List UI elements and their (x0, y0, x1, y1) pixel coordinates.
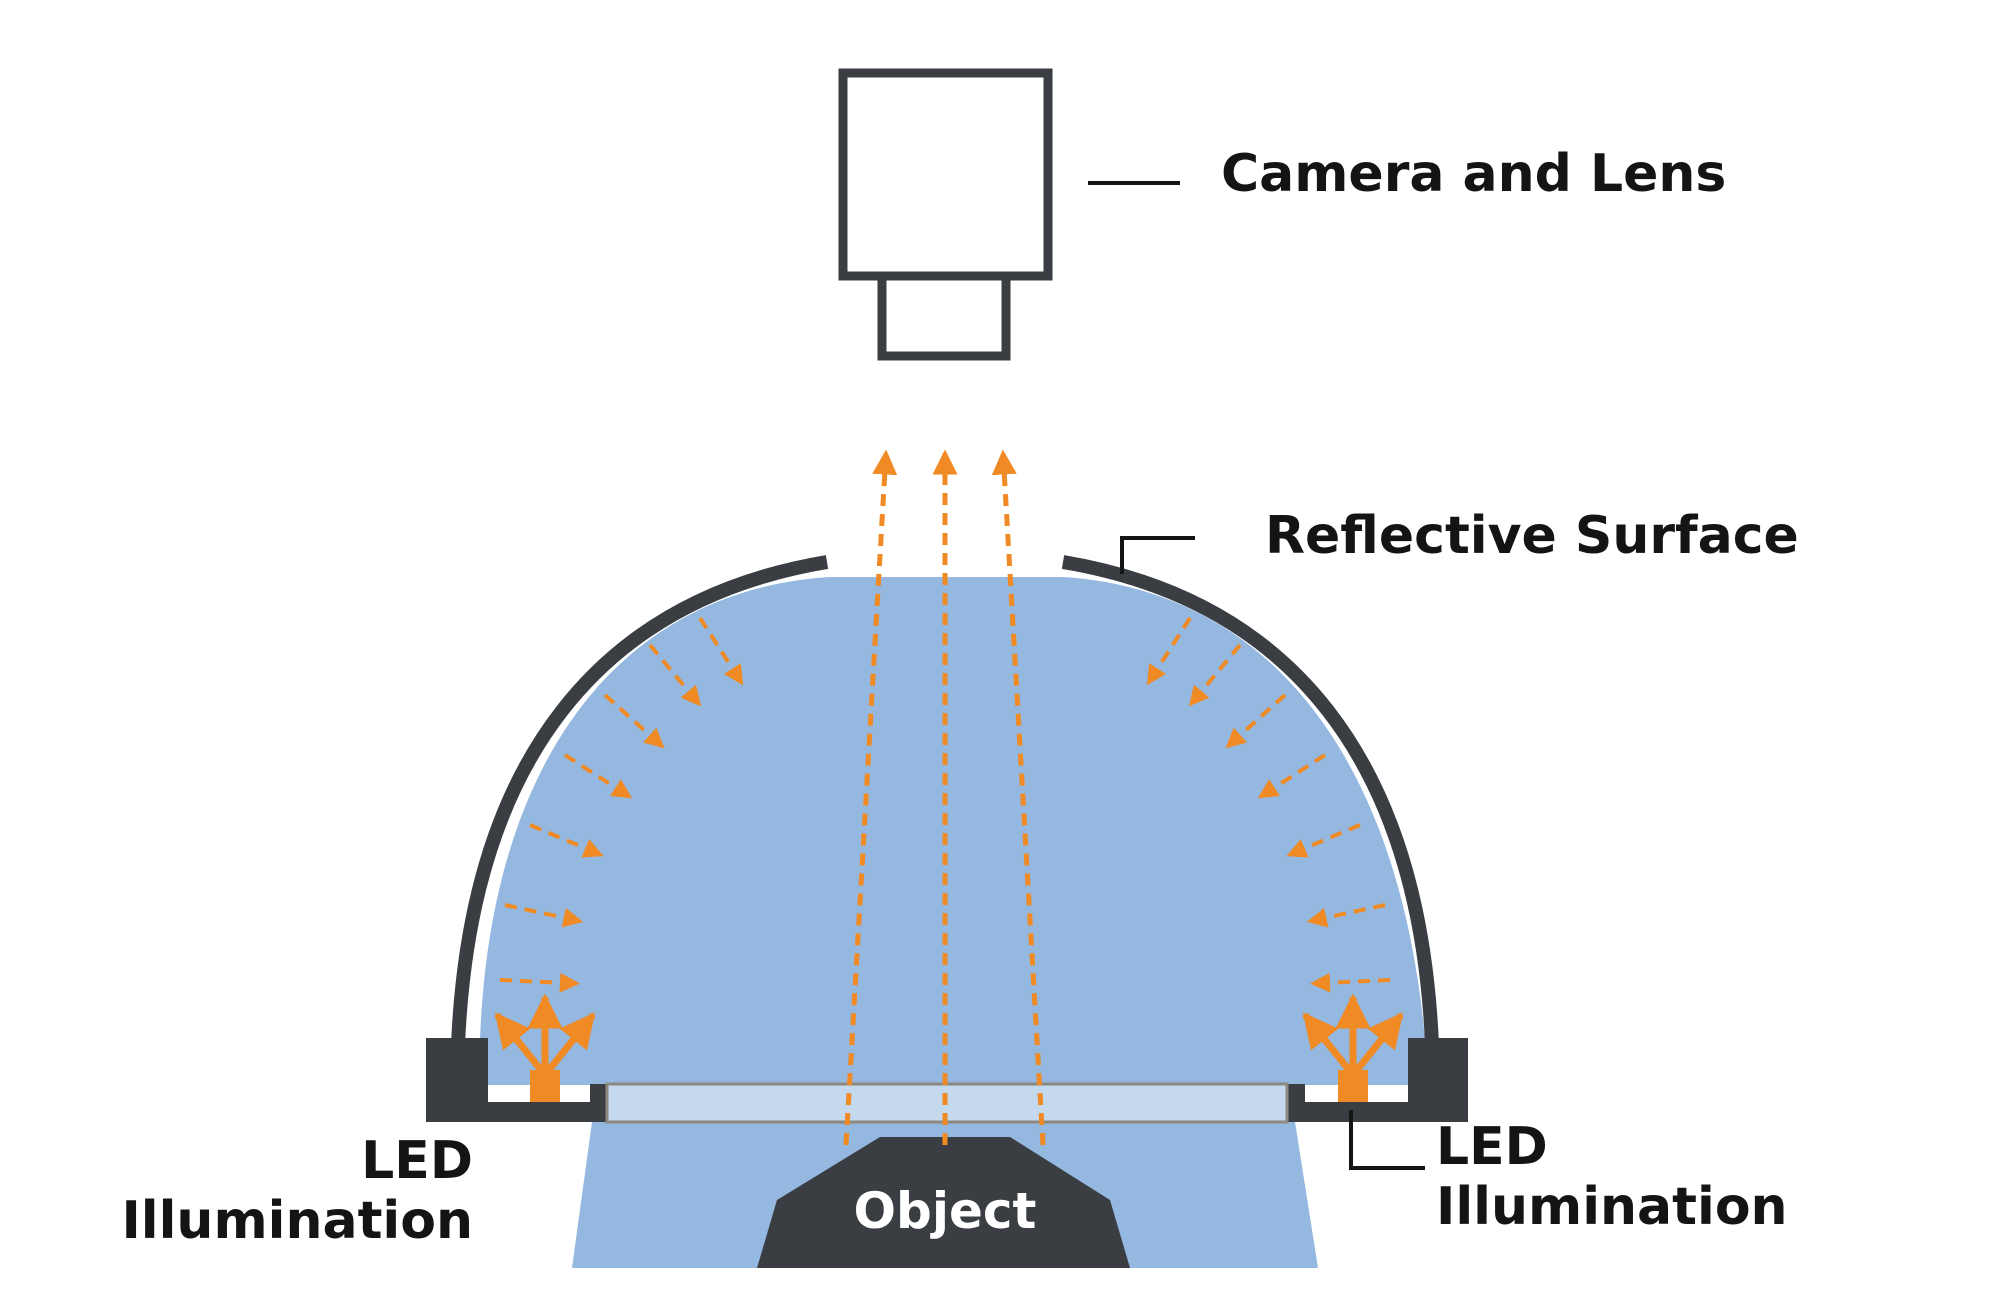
led-housing-right (1283, 1038, 1468, 1122)
reflected-ray-left-4 (563, 753, 633, 799)
reflected-ray-right-6 (1306, 903, 1386, 928)
reflected-ray-right-2 (1188, 643, 1242, 707)
led-illumination-left-label: LED Illumination (121, 1131, 473, 1252)
reflected-ray-right-4 (1257, 753, 1327, 799)
led-left-line2: Illumination (121, 1190, 473, 1251)
dome-interior (480, 577, 1425, 1085)
ray-up-left (843, 449, 898, 1146)
camera-body (838, 68, 1053, 281)
led-illumination-right-label: LED Illumination (1436, 1117, 1788, 1238)
led-emitter-left (530, 1070, 560, 1102)
led-right-line1: LED (1436, 1117, 1548, 1177)
reflected-ray-right-1 (1146, 616, 1192, 686)
reflective-leader-line (1120, 536, 1195, 574)
led-left-fan-3 (542, 1012, 596, 1078)
led-left-line1: LED (361, 1131, 473, 1191)
reflected-ray-left-5 (529, 823, 604, 858)
reflective-dome-shell (451, 555, 1439, 1046)
led-right-leader-line (1349, 1110, 1425, 1170)
camera-and-lens-label: Camera and Lens (1221, 144, 1727, 204)
camera-lens (877, 271, 1011, 361)
reflected-ray-left-2 (648, 643, 702, 707)
reflected-ray-left-6 (504, 903, 584, 928)
reflective-surface-label: Reflective Surface (1265, 506, 1799, 566)
led-right-fan-3 (1350, 1012, 1404, 1078)
object-shape (757, 1137, 1130, 1268)
ray-up-right (991, 449, 1046, 1146)
led-right-line2: Illumination (1436, 1176, 1788, 1237)
reflected-ray-left-3 (603, 693, 665, 749)
reflected-ray-left-1 (698, 616, 744, 686)
led-housing-left (426, 1038, 612, 1122)
reflected-ray-right-7 (1310, 972, 1391, 993)
reflected-ray-right-3 (1225, 693, 1287, 749)
light-ray-arrows (494, 449, 1404, 1146)
reflected-ray-left-7 (499, 972, 580, 993)
led-left-fan-1 (494, 1012, 548, 1078)
led-right-fan-1 (1302, 1012, 1356, 1078)
reflected-ray-right-5 (1286, 823, 1361, 858)
object-label: Object (853, 1182, 1037, 1240)
led-emitter-right (1338, 1070, 1368, 1102)
